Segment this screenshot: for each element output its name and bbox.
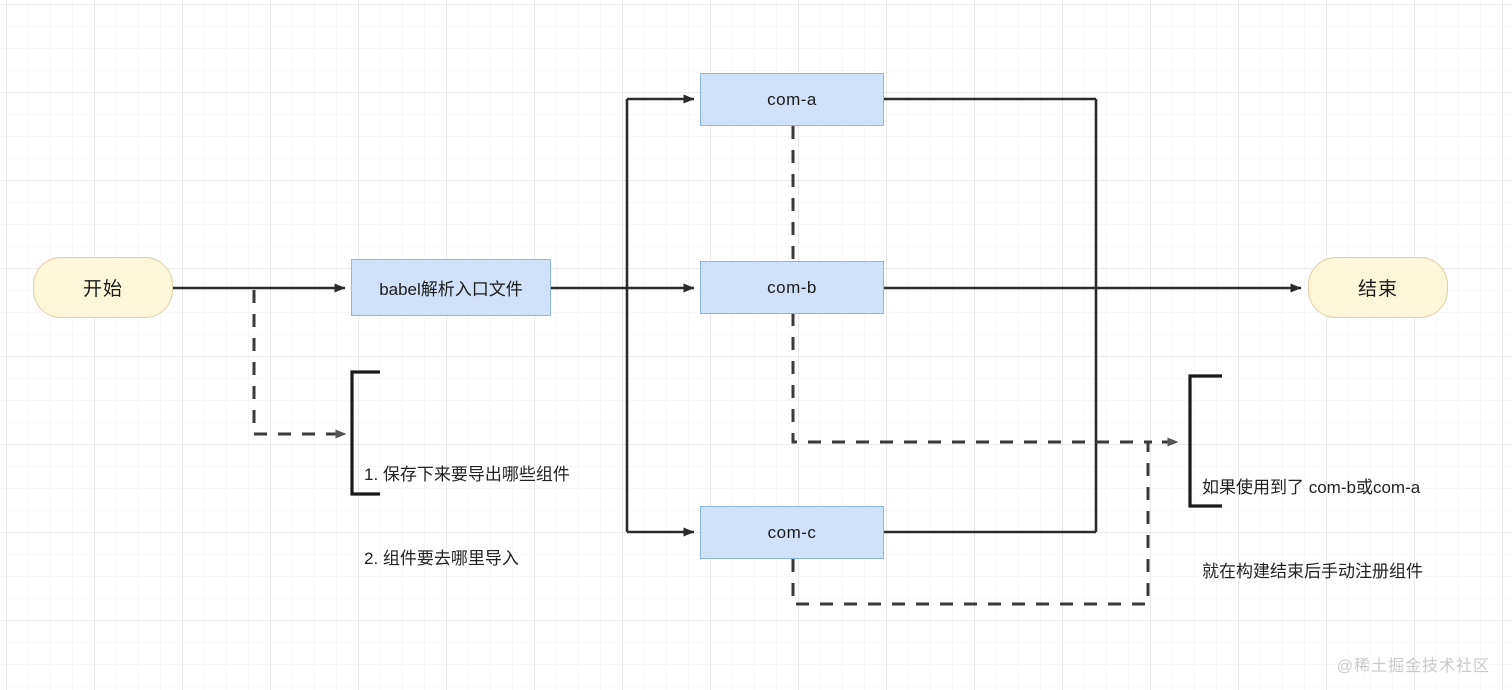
left-annotation-line-2: 2. 组件要去哪里导入 [364, 549, 519, 568]
node-com-b-label: com-b [767, 277, 817, 297]
right-note-bracket [1188, 374, 1222, 508]
node-babel-parse-label: babel解析入口文件 [379, 280, 523, 299]
node-end-label: 结束 [1357, 279, 1398, 300]
node-start[interactable]: 开始 [33, 257, 173, 318]
edge-dashed-babel-to-left-note [252, 290, 347, 439]
left-annotation: 1. 保存下来要导出哪些组件 2. 组件要去哪里导入 [364, 405, 570, 629]
right-annotation-line-1: 如果使用到了 com-b或com-a [1202, 478, 1421, 497]
left-annotation-line-1: 1. 保存下来要导出哪些组件 [364, 465, 570, 484]
right-annotation: 如果使用到了 com-b或com-a 就在构建结束后手动注册组件 [1202, 418, 1423, 642]
watermark: @稀土掘金技术社区 [1336, 658, 1490, 675]
node-com-a[interactable]: com-a [700, 73, 884, 126]
node-start-label: 开始 [82, 279, 123, 300]
edge-dashed-com-c-down [791, 437, 1179, 606]
right-annotation-line-2: 就在构建结束后手动注册组件 [1202, 562, 1423, 581]
node-babel-parse[interactable]: babel解析入口文件 [351, 259, 551, 316]
node-com-b[interactable]: com-b [700, 261, 884, 314]
node-com-c-label: com-c [767, 522, 817, 542]
node-com-a-label: com-a [767, 89, 817, 109]
node-com-c[interactable]: com-c [700, 506, 884, 559]
node-end[interactable]: 结束 [1308, 257, 1448, 318]
left-note-bracket [350, 370, 380, 496]
edge-dashed-com-b-to-right-note [791, 313, 1152, 444]
